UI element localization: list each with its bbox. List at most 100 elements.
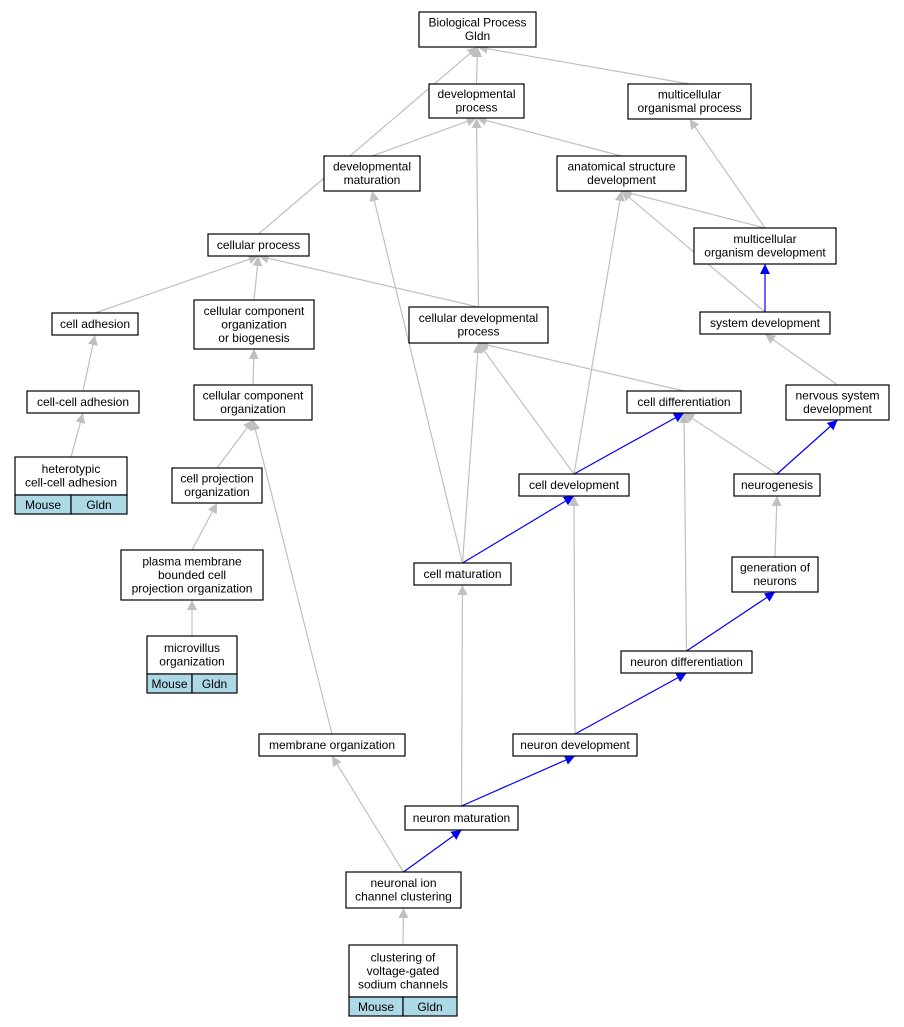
term-label-line: cell adhesion — [60, 317, 130, 331]
term-box — [627, 83, 752, 120]
term-box — [731, 556, 819, 593]
term-box — [146, 635, 238, 675]
term-box — [345, 871, 462, 909]
term-box — [14, 456, 128, 496]
term-box — [693, 227, 837, 265]
term-box — [348, 944, 458, 998]
edge-multidev-to-anat — [621, 188, 766, 229]
term-label-line: neuron maturation — [413, 811, 510, 825]
term-label-line: cell development — [529, 478, 620, 492]
term-node-celladh[interactable]: cell adhesion — [51, 312, 139, 336]
edge-neurdev-to-celldev — [569, 495, 580, 735]
term-label-line: neuron differentiation — [630, 655, 743, 669]
edge-genneur-to-neurogen — [771, 495, 782, 558]
term-node-neurdev[interactable]: neuron development — [512, 733, 638, 757]
edge-neurdiff-to-celldiff — [679, 412, 690, 652]
term-box — [620, 650, 753, 674]
edge-memorg-to-cco — [250, 419, 333, 735]
term-label-line: clustering of — [371, 950, 436, 964]
term-label-line: nervous system — [795, 389, 879, 403]
term-box — [323, 155, 421, 192]
edge-multidev-to-multiproc — [689, 118, 766, 229]
edge-cpo-to-cco — [216, 419, 254, 469]
term-label-line: cellular developmental — [419, 311, 538, 325]
term-box — [518, 473, 630, 497]
edge-celldev-to-celldevproc — [478, 342, 575, 475]
edge-cellmat-to-celldevproc — [461, 342, 483, 564]
annotation-label-gldn: Gldn — [417, 1000, 442, 1014]
edge-sysdev-to-anat — [621, 190, 766, 313]
edge-nsdev-to-sysdev — [764, 333, 838, 386]
term-label-line: projection organization — [132, 581, 253, 595]
term-box — [699, 311, 831, 335]
annotation-cell — [191, 673, 238, 694]
edge-cco-to-ccob — [248, 348, 259, 386]
term-node-cellmat[interactable]: cell maturation — [413, 562, 512, 586]
term-label-line: plasma membrane — [142, 554, 242, 568]
edge-cellmat-to-celldev — [462, 495, 575, 564]
edge-cellmat-to-devmat — [369, 190, 464, 564]
term-label-line: bounded cell — [158, 568, 226, 582]
term-label-line: development — [803, 402, 872, 416]
term-label-line: process — [455, 101, 497, 115]
term-node-neurmat[interactable]: neuron maturation — [404, 805, 519, 831]
term-label-line: organization — [221, 317, 286, 331]
term-label-line: organization — [184, 485, 249, 499]
term-label-line: development — [587, 173, 656, 187]
term-node-sysdev[interactable]: system development — [699, 311, 831, 335]
term-box — [733, 473, 821, 497]
term-label-line: Gldn — [465, 29, 490, 43]
term-node-memorg[interactable]: membrane organization — [258, 733, 406, 757]
term-box — [51, 312, 139, 336]
annotation-label-mouse: Mouse — [25, 498, 61, 512]
term-box — [626, 390, 742, 414]
term-node-celldev[interactable]: cell development — [518, 473, 630, 497]
edge-hetero-to-ccadh — [70, 412, 86, 458]
term-label-line: neurogenesis — [741, 478, 813, 492]
term-label-line: process — [457, 325, 499, 339]
term-node-neurdiff[interactable]: neuron differentiation — [620, 650, 753, 674]
term-label-line: organization — [159, 655, 224, 669]
term-label-line: sodium channels — [358, 977, 448, 991]
term-label-line: cell-cell adhesion — [37, 395, 129, 409]
term-label-line: heterotypic — [42, 462, 101, 476]
term-box — [207, 233, 310, 257]
term-box — [408, 306, 549, 344]
term-node-cellproc[interactable]: cellular process — [207, 233, 310, 257]
annotation-cell — [402, 996, 458, 1017]
term-node-neurogen[interactable]: neurogenesis — [733, 473, 821, 497]
annotation-label-gldn: Gldn — [202, 677, 227, 691]
term-label-line: organism development — [704, 246, 826, 260]
term-node-celldiff[interactable]: cell differentiation — [626, 390, 742, 414]
term-label-line: microvillus — [164, 641, 220, 655]
term-box — [193, 384, 313, 421]
term-label-line: channel clustering — [355, 890, 452, 904]
term-label-line: multicellular — [733, 232, 796, 246]
edge-celldevproc-to-cellproc — [258, 253, 479, 308]
term-label-line: maturation — [344, 173, 401, 187]
term-label-line: voltage-gated — [367, 964, 440, 978]
term-box — [556, 155, 687, 192]
term-node-ccadh[interactable]: cell-cell adhesion — [26, 390, 140, 414]
edge-anat-to-devproc — [476, 115, 622, 157]
term-box — [785, 384, 890, 421]
